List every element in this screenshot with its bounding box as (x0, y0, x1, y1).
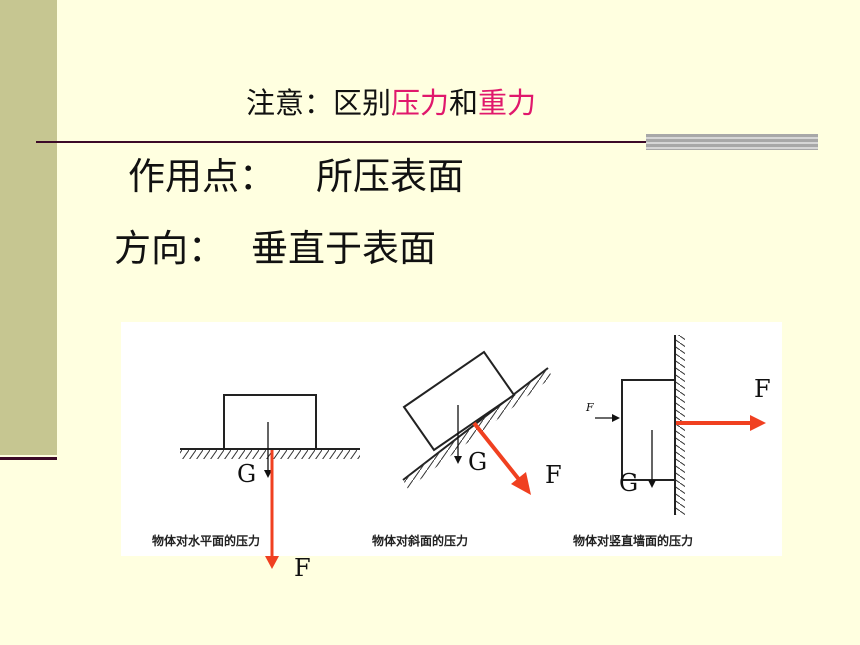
incline-diagram (402, 350, 552, 495)
decorative-stripe (646, 134, 818, 150)
gravity-label: G (237, 460, 257, 488)
horizontal-surface-diagram (180, 394, 360, 569)
application-point-value: 所压表面 (316, 155, 464, 198)
caption-incline: 物体对斜面的压力 (372, 534, 469, 548)
direction-value: 垂直于表面 (251, 227, 436, 270)
ground-hatch (180, 450, 360, 459)
direction-label: 方向： (114, 227, 225, 270)
title-pressure: 压力 (391, 86, 450, 120)
side-rule (0, 457, 57, 460)
pressure-force-arrowhead (511, 472, 531, 495)
pressure-force-shaft (472, 421, 523, 484)
caption-horizontal: 物体对水平面的压力 (152, 534, 261, 548)
gravity-label: G (619, 469, 639, 497)
vertical-wall-diagram (595, 335, 766, 515)
caption-wall: 物体对竖直墙面的压力 (573, 534, 694, 548)
gravity-label: G (468, 448, 488, 476)
side-bar (0, 0, 57, 455)
title-prefix: 注意：区别 (246, 86, 392, 120)
direction-row: 方向： 垂直于表面 (114, 224, 436, 274)
title-and: 和 (449, 86, 479, 120)
block (402, 350, 516, 452)
title-gravity: 重力 (478, 86, 537, 120)
title-rule (36, 141, 646, 143)
force-label: F (754, 375, 771, 403)
application-point-label: 作用点： (128, 155, 276, 198)
force-label: F (294, 554, 311, 582)
pressure-force-arrowhead (750, 415, 766, 431)
block (621, 379, 676, 481)
push-force-label: F (586, 401, 594, 414)
pressure-force-arrowhead (265, 556, 279, 569)
block (223, 394, 317, 450)
slide-title: 注意：区别压力和重力 (246, 84, 536, 122)
force-label: F (545, 461, 562, 489)
application-point-row: 作用点： 所压表面 (128, 152, 464, 202)
